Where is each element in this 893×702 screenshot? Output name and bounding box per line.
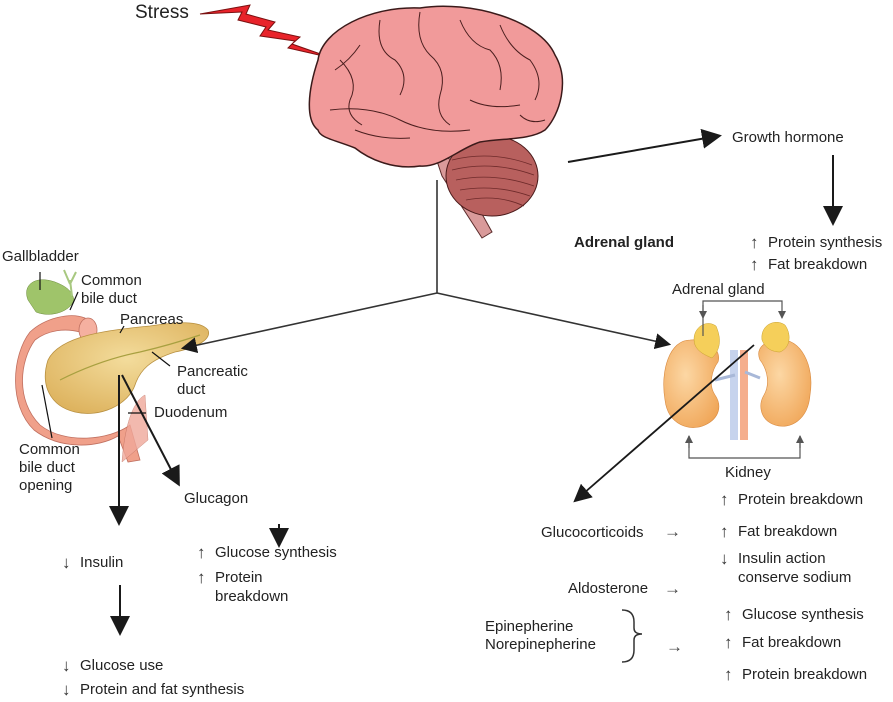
up-arrow-icon: ↑ — [720, 522, 729, 541]
aldosterone-arrow-icon: → — [664, 579, 681, 598]
cerebrum — [308, 5, 564, 168]
up-arrow-icon: ↑ — [720, 490, 729, 509]
to-pancreas-arrow — [180, 292, 438, 354]
effect-item: ↑ Fat breakdown — [720, 522, 838, 541]
common-bile-duct-label: Common bile duct — [81, 272, 142, 307]
aldosterone-label: Aldosterone — [568, 580, 649, 597]
effect-item: ↓ Protein and fat synthesis — [62, 680, 245, 699]
epinephrine-norepinephrine-label: Epinepherine Norepinepherine — [485, 618, 596, 653]
up-arrow-icon: ↑ — [197, 543, 206, 562]
pancreatic-duct-label: Pancreatic duct — [177, 363, 248, 398]
lightning-bolt-icon — [199, 4, 333, 59]
kidney-label: Kidney — [725, 464, 771, 481]
pancreas-label: Pancreas — [120, 311, 184, 328]
effect-item: ↓ Insulin action conserve sodium — [720, 549, 852, 586]
adrenal-gland-label: Adrenal gland — [672, 281, 765, 298]
pancreas-illustration — [15, 269, 209, 463]
catecholamine-brace — [621, 609, 643, 663]
effect-item: ↓ Glucose use — [62, 656, 164, 675]
right-kidney — [758, 339, 812, 427]
gallbladder — [26, 279, 75, 315]
down-arrow-icon: ↓ — [62, 553, 71, 572]
pancreas-to-glucagon-arrow — [121, 374, 180, 487]
effect-item: ↑ Protein breakdown — [720, 490, 864, 509]
down-arrow-icon: ↓ — [62, 680, 71, 699]
glucagon-label: Glucagon — [184, 490, 249, 507]
effect-item: ↑ Fat breakdown — [724, 633, 842, 652]
right-adrenal — [761, 322, 790, 353]
up-arrow-icon: ↑ — [750, 255, 759, 274]
catecholamines-arrow-icon: → — [666, 637, 683, 656]
up-arrow-icon: ↑ — [724, 605, 733, 624]
up-arrow-icon: ↑ — [724, 633, 733, 652]
glucocorticoids-label: Glucocorticoids — [541, 524, 644, 541]
effect-item: ↑ Protein synthesis — [750, 233, 883, 252]
glucocorticoids-arrow — [573, 344, 755, 503]
effect-item: ↑ Glucose synthesis — [197, 543, 337, 562]
effect-item: ↑ Glucose synthesis — [724, 605, 864, 624]
growth-hormone-label: Growth hormone — [732, 129, 844, 146]
kidney-illustration — [663, 300, 812, 459]
up-arrow-icon: ↑ — [750, 233, 759, 252]
up-arrow-icon: ↑ — [197, 568, 206, 587]
effect-item: ↑ Protein breakdown — [197, 568, 289, 605]
duodenum-label: Duodenum — [154, 404, 228, 421]
effect-item: ↑ Fat breakdown — [750, 255, 868, 274]
common-bile-duct-opening-label: Common bile duct opening — [19, 441, 80, 494]
glucocorticoids-arrow-icon: → — [664, 522, 681, 541]
left-kidney — [663, 339, 720, 428]
brain-illustration — [308, 5, 564, 239]
effect-item: ↑ Protein breakdown — [724, 665, 868, 684]
adrenal-gland-heading: Adrenal gland — [574, 234, 675, 251]
to-adrenal-arrow — [436, 292, 672, 350]
gallbladder-label: Gallbladder — [2, 248, 79, 265]
up-arrow-icon: ↑ — [724, 665, 733, 684]
down-arrow-icon: ↓ — [720, 549, 729, 568]
down-arrow-icon: ↓ — [62, 656, 71, 675]
brain-to-growth-hormone-arrow — [567, 128, 722, 163]
insulin-item: ↓ Insulin — [62, 553, 124, 572]
pathway-arrows — [109, 128, 843, 663]
stress-label: Stress — [135, 2, 189, 23]
left-adrenal — [693, 323, 720, 359]
